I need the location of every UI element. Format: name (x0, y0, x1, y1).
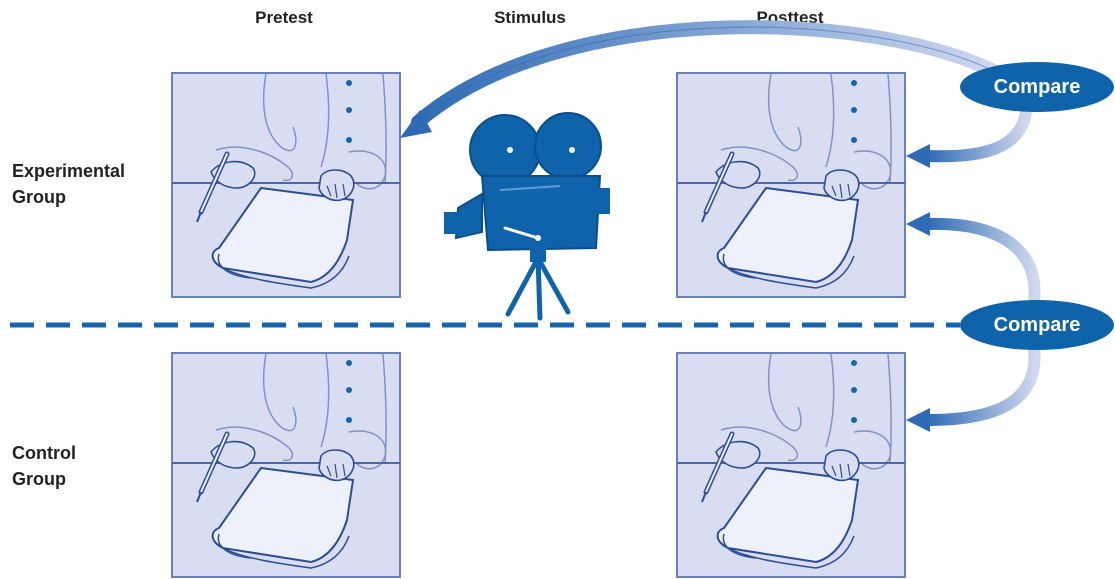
compare-bubble-top: Compare (960, 62, 1114, 112)
pretest-control-panel (172, 353, 400, 577)
posttest-experimental-panel (677, 73, 905, 297)
compare-to-posttest-exp-arrow (906, 112, 1026, 168)
movie-camera-icon (444, 113, 610, 318)
pretest-experimental-panel (172, 73, 400, 297)
posttest-control-panel (677, 353, 905, 577)
compare-bubble-middle: Compare (960, 300, 1114, 350)
